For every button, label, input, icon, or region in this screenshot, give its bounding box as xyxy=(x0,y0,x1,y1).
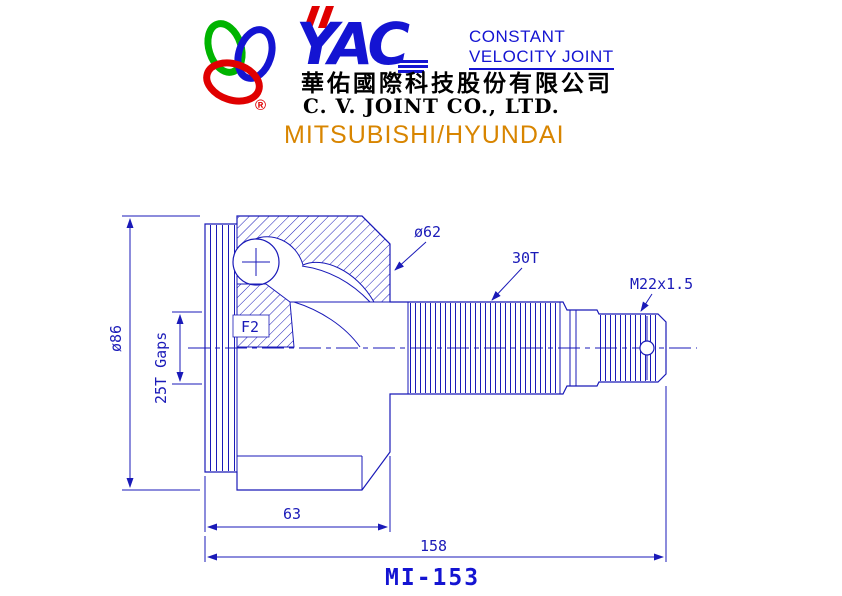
tagline: CONSTANT VELOCITY JOINT xyxy=(469,27,614,70)
label-overall-length: 158 xyxy=(420,537,447,555)
label-inner-spline: 25T Gaps xyxy=(152,332,170,404)
tagline-line2: VELOCITY JOINT xyxy=(469,47,614,70)
cotter-pin-hole xyxy=(639,340,655,356)
cage-line xyxy=(301,265,371,303)
yac-wordmark: YAC xyxy=(296,6,428,78)
dim-overall-length: 158 xyxy=(204,386,667,562)
boot-groove-band xyxy=(206,225,236,471)
company-name-chinese: 華佑國際科技股份有限公司 xyxy=(301,71,613,97)
logo-slash-icon xyxy=(318,6,334,28)
vehicle-application: MITSUBISHI/HYUNDAI xyxy=(284,121,565,149)
flange-mark: F2 xyxy=(232,314,270,338)
company-name-english: C. V. JOINT CO., LTD. xyxy=(303,94,560,118)
dim-thread: M22x1.5 xyxy=(630,275,693,312)
tagline-line1: CONSTANT xyxy=(469,27,566,46)
threaded-end xyxy=(600,315,656,381)
brand-text: YAC xyxy=(296,10,410,78)
label-body-length: 63 xyxy=(283,505,301,523)
label-joint-diameter: ø62 xyxy=(414,223,441,241)
registered-mark: ® xyxy=(255,97,266,114)
dim-body-length: 63 xyxy=(204,456,391,532)
label-shaft-spline: 30T xyxy=(512,249,539,267)
dim-inner-spline: 25T Gaps xyxy=(152,311,202,404)
part-number: MI-153 xyxy=(385,565,480,591)
header: ® YAC CONSTANT VELOCITY JOINT 華佑國際科技股份有限… xyxy=(0,0,842,160)
wordmark-underline-icon xyxy=(398,60,428,73)
joint-outline xyxy=(204,215,667,491)
label-body-diameter: ø86 xyxy=(107,325,125,352)
spline-shaft xyxy=(407,302,577,394)
logo-slash-icon xyxy=(304,6,320,28)
yac-rings-logo-icon: ® xyxy=(203,20,276,114)
dim-body-diameter: ø86 xyxy=(107,215,200,491)
dim-joint-diameter: ø62 xyxy=(394,223,441,271)
label-thread: M22x1.5 xyxy=(630,275,693,293)
dim-shaft-spline: 30T xyxy=(491,249,539,301)
label-flange-mark: F2 xyxy=(241,318,259,336)
cage-line xyxy=(293,301,361,348)
